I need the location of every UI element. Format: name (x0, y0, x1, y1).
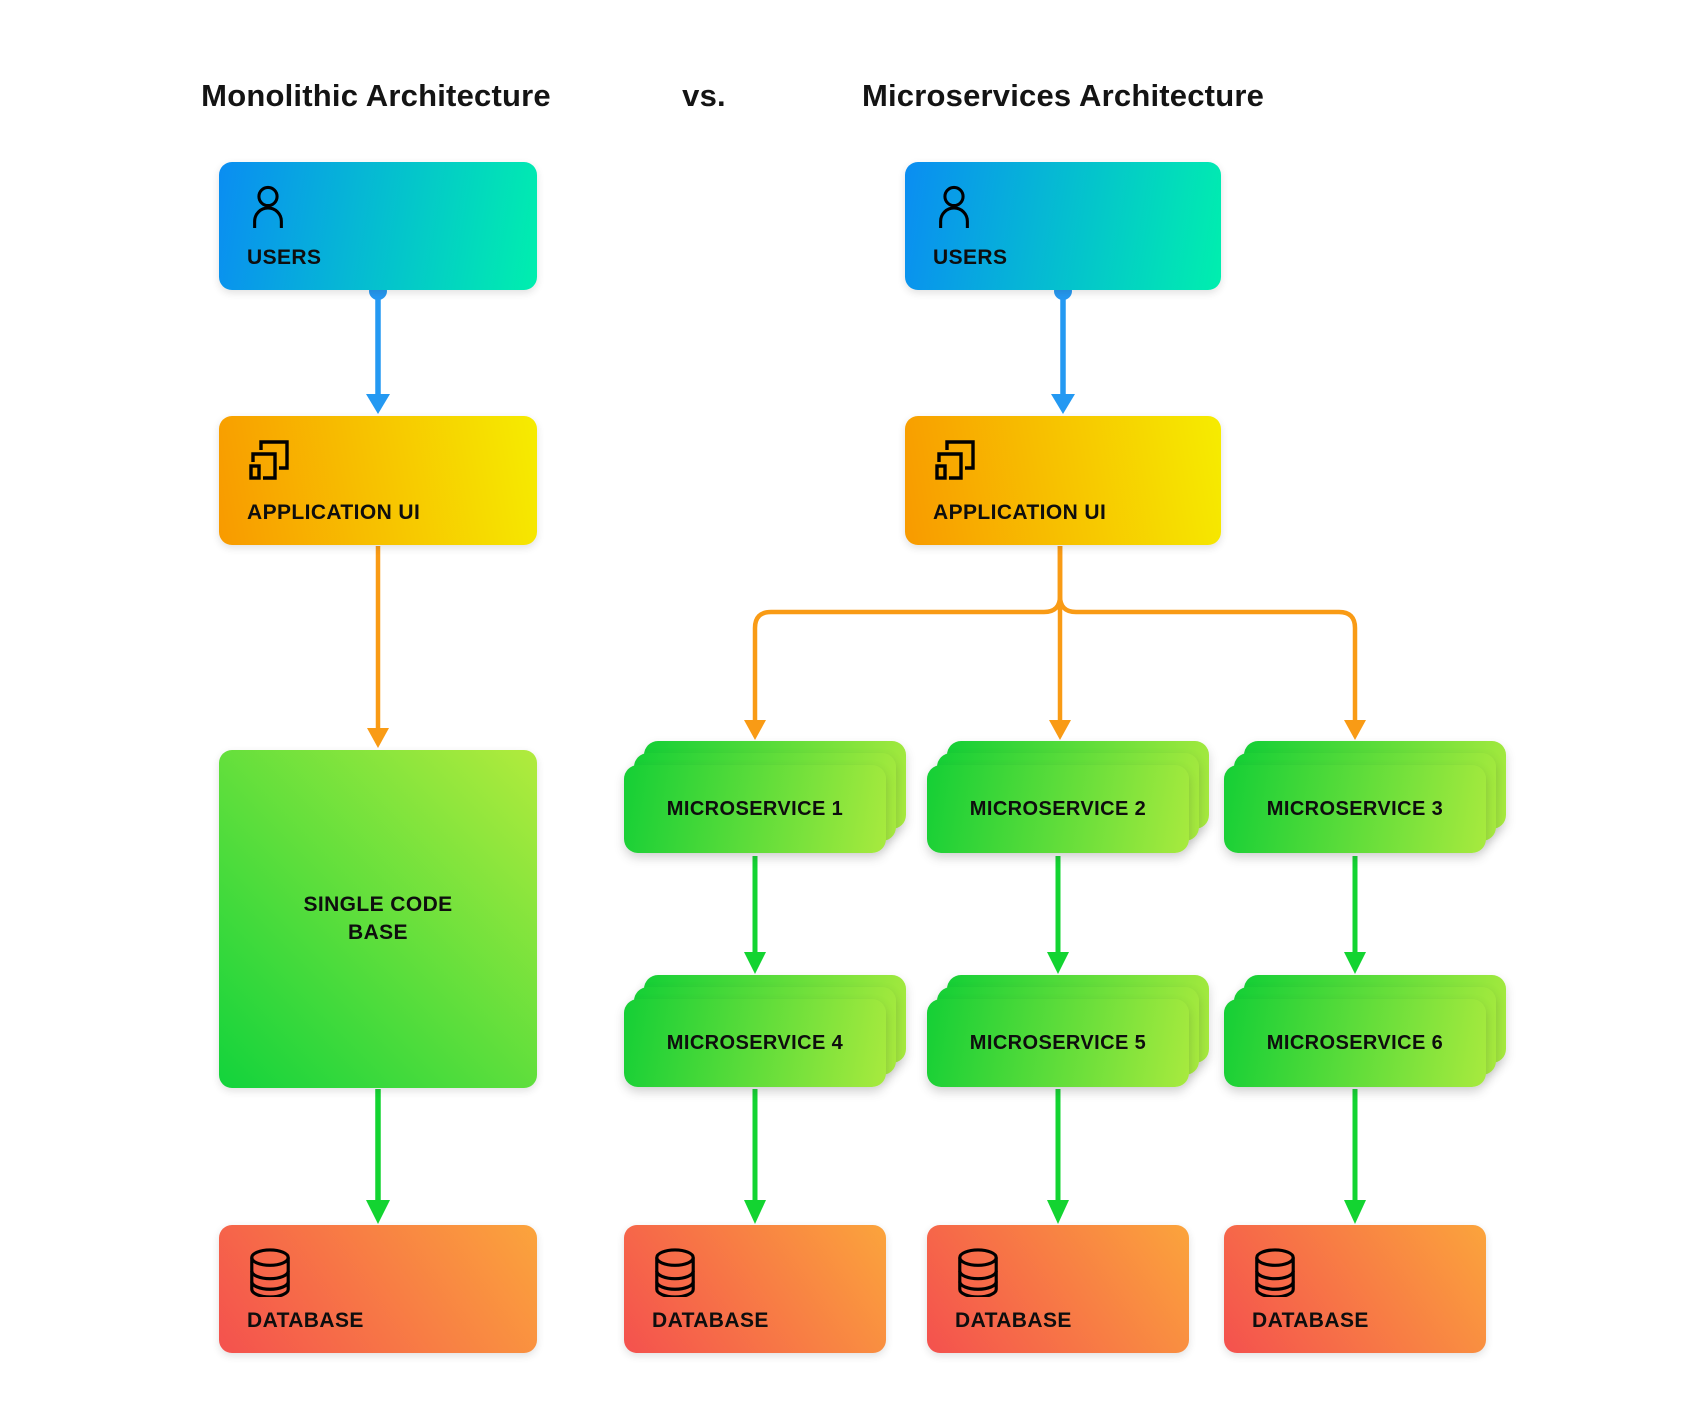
microservice-3-stack: MICROSERVICE 3 (1224, 741, 1506, 853)
arrows-ms-row1-to-row2 (744, 856, 1366, 974)
single-code-base-label: SINGLE CODE BASE (303, 892, 453, 944)
arrow-appui-to-codebase (367, 546, 389, 748)
arrow-codebase-to-database (366, 1089, 390, 1224)
microservice-5-label: MICROSERVICE 5 (969, 1031, 1147, 1054)
arrows-ms-row2-to-databases (744, 1089, 1366, 1224)
single-code-base-box: SINGLE CODE BASE (219, 750, 537, 1088)
micro-database-3-label: DATABASE (1252, 1309, 1369, 1332)
microservice-1-label: MICROSERVICE 1 (666, 797, 844, 820)
arrow-users-to-appui-left (366, 282, 390, 414)
database-cylinder-icon (1255, 1248, 1295, 1297)
micro-appui-box: APPLICATION UI (905, 416, 1221, 545)
monolithic-title: Monolithic Architecture (201, 78, 551, 113)
micro-appui-label: APPLICATION UI (933, 501, 1107, 524)
microservice-2-stack: MICROSERVICE 2 (927, 741, 1209, 853)
database-cylinder-icon (958, 1248, 998, 1297)
monolith-users-box: USERS (219, 162, 537, 290)
microservice-4-stack: MICROSERVICE 4 (624, 975, 906, 1087)
microservice-2-label: MICROSERVICE 2 (969, 797, 1147, 820)
monolith-database-label: DATABASE (247, 1309, 364, 1332)
database-cylinder-icon (655, 1248, 695, 1297)
user-icon (939, 185, 969, 228)
microservice-3-label: MICROSERVICE 3 (1266, 797, 1444, 820)
monolith-users-label: USERS (247, 246, 322, 269)
micro-database-1-label: DATABASE (652, 1309, 769, 1332)
database-cylinder-icon (250, 1248, 290, 1297)
micro-database-2-label: DATABASE (955, 1309, 1072, 1332)
micro-database-3-box: DATABASE (1224, 1225, 1486, 1353)
microservice-6-label: MICROSERVICE 6 (1266, 1031, 1444, 1054)
microservice-6-stack: MICROSERVICE 6 (1224, 975, 1506, 1087)
microservices-title: Microservices Architecture (861, 78, 1265, 113)
microservice-5-stack: MICROSERVICE 5 (927, 975, 1209, 1087)
micro-database-1-box: DATABASE (624, 1225, 886, 1353)
microservice-1-stack: MICROSERVICE 1 (624, 741, 906, 853)
microservice-4-card: MICROSERVICE 4 (624, 999, 886, 1087)
vs-separator: vs. (682, 78, 726, 113)
micro-users-label: USERS (933, 246, 1008, 269)
monolith-appui-label: APPLICATION UI (247, 501, 421, 524)
micro-database-2-box: DATABASE (927, 1225, 1189, 1353)
microservice-5-card: MICROSERVICE 5 (927, 999, 1189, 1087)
app-windows-icon (249, 440, 289, 480)
microservice-1-card: MICROSERVICE 1 (624, 765, 886, 853)
microservice-4-label: MICROSERVICE 4 (666, 1031, 844, 1054)
arrow-users-to-appui-right (1051, 282, 1075, 414)
monolith-appui-box: APPLICATION UI (219, 416, 537, 545)
microservice-2-card: MICROSERVICE 2 (927, 765, 1189, 853)
arrow-appui-branch (744, 546, 1366, 740)
microservice-6-card: MICROSERVICE 6 (1224, 999, 1486, 1087)
app-windows-icon (935, 440, 975, 480)
monolith-database-box: DATABASE (219, 1225, 537, 1353)
micro-users-box: USERS (905, 162, 1221, 290)
microservice-3-card: MICROSERVICE 3 (1224, 765, 1486, 853)
user-icon (253, 185, 283, 228)
